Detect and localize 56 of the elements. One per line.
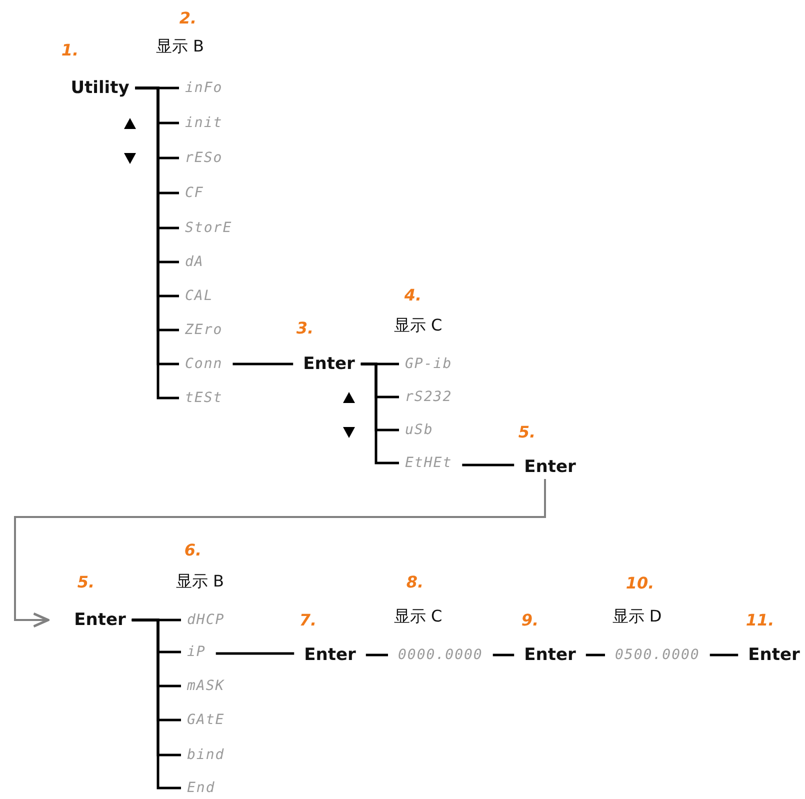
display-readout: dA <box>185 254 204 270</box>
connector-line <box>366 654 388 656</box>
step-number: 11. <box>746 610 774 630</box>
display-readout: rESo <box>185 150 223 166</box>
connector-line <box>232 362 294 366</box>
connector-line <box>360 362 399 464</box>
display-heading: 显示 B <box>176 572 224 592</box>
display-readout: ZEro <box>185 322 223 338</box>
display-readout: GP-ib <box>405 356 452 372</box>
display-readout: CAL <box>185 288 214 304</box>
display-readout: GAtE <box>187 712 225 728</box>
step-number: 2. <box>179 8 197 28</box>
key-label: Utility <box>70 78 130 98</box>
display-heading: 显示 B <box>156 36 204 58</box>
display-readout: End <box>187 780 216 796</box>
display-readout: 0000.0000 <box>398 647 483 663</box>
display-readout: dHCP <box>187 612 225 628</box>
step-number: 6. <box>184 540 202 560</box>
step-number: 7. <box>299 610 317 630</box>
display-readout: CF <box>185 185 204 201</box>
step-number: 8. <box>406 572 424 592</box>
step-number: 5. <box>518 422 536 442</box>
display-readout: rS232 <box>405 389 452 405</box>
display-readout: bind <box>187 747 225 763</box>
key-label: Enter <box>303 354 355 374</box>
step-number: 9. <box>521 610 539 630</box>
connector-line <box>462 464 514 466</box>
display-readout: tESt <box>185 390 223 406</box>
display-readout: inFo <box>185 80 223 96</box>
display-readout: init <box>185 115 223 131</box>
display-readout: uSb <box>405 422 434 438</box>
key-label: Enter <box>74 610 126 630</box>
step-number: 10. <box>626 574 654 592</box>
connector-line <box>216 652 294 655</box>
key-label: Enter <box>524 645 576 665</box>
key-label: Enter <box>524 457 576 477</box>
display-heading: 显示 C <box>394 606 442 628</box>
arrow <box>14 479 546 628</box>
display-readout: StorE <box>185 220 232 236</box>
display-readout: mASK <box>187 678 225 694</box>
connector-line <box>132 618 181 790</box>
key-label: Enter <box>304 645 356 665</box>
connector-line <box>492 654 514 656</box>
step-number: 3. <box>296 318 314 338</box>
step-number: 4. <box>404 286 422 304</box>
display-heading: 显示 C <box>394 316 442 336</box>
step-number: 1. <box>61 40 79 60</box>
connector-line <box>710 654 738 656</box>
key-label: Enter <box>748 645 800 665</box>
step-number: 5. <box>77 572 95 592</box>
connector-line <box>586 654 605 656</box>
display-readout: EtHEt <box>405 455 452 471</box>
display-readout: 0500.0000 <box>615 647 700 663</box>
display-readout: Conn <box>185 356 223 372</box>
display-heading: 显示 D <box>612 606 662 628</box>
display-readout: iP <box>187 644 206 660</box>
